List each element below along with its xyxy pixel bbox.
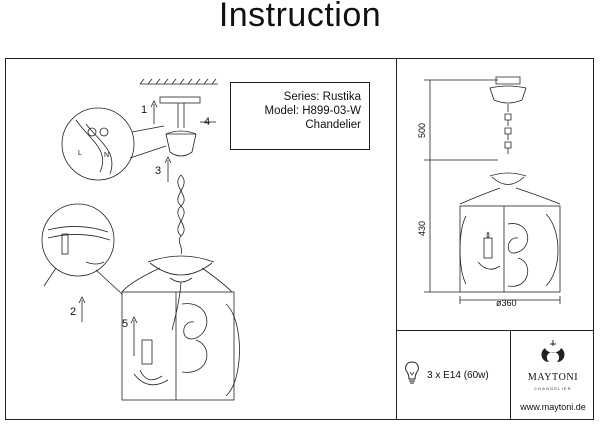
brand-name: MAYTONI [527,372,579,383]
divider-vertical-footer [510,330,511,420]
step-label-4: 4 [204,116,211,128]
website-link[interactable]: www.maytoni.de [520,402,586,412]
wire-label-l: L [78,150,82,157]
page-title: Instruction [218,0,382,34]
dimension-chain-length: 500 [417,122,427,138]
divider-vertical [396,58,397,420]
maytoni-logo-icon [541,340,565,362]
brand-subtitle: CHANDELIER [534,386,572,391]
step-label-5: 5 [122,318,129,330]
dimension-diameter: ø360 [496,298,517,308]
divider-horizontal [396,330,594,331]
product-type-text: Chandelier [305,119,361,131]
wire-label-n: N [104,152,110,159]
step-label-1: 1 [141,104,148,116]
step-label-2: 2 [70,306,77,318]
model-text: Model: H899-03-W [264,105,361,117]
instruction-frame [5,58,594,420]
product-info-box: Series: Rustika Model: H899-03-W Chandel… [230,82,370,150]
bulb-icon [405,361,419,384]
dimension-body-height: 430 [417,220,427,236]
step-label-3: 3 [155,165,162,177]
series-text: Series: Rustika [283,91,361,103]
bulb-spec-text: 3 x E14 (60w) [427,370,489,381]
